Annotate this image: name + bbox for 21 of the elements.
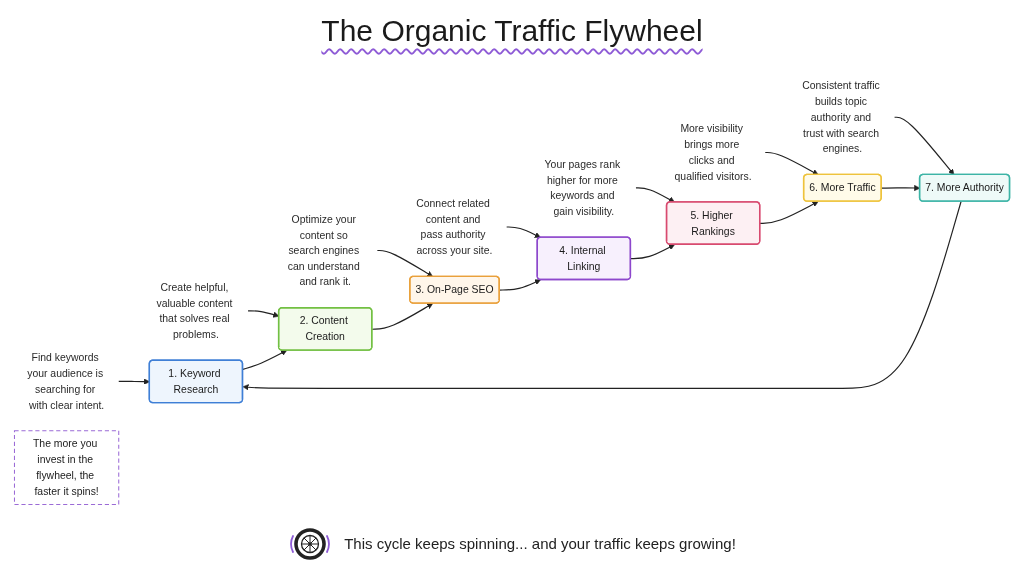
arrow (118, 378, 150, 385)
arrow (893, 116, 955, 175)
node-box: The more you invest in the flywheel, the faster it spins! (13, 429, 120, 505)
node-text: Your pages rank higher for more keywords and gain visibility. (544, 157, 621, 217)
node-text: Create helpful, valuable content that solves real problems. (156, 280, 233, 340)
arrow (376, 249, 434, 277)
node-text: More visibility brings more clicks and qualified visitors. (674, 122, 752, 181)
arrow (242, 200, 962, 390)
note-text: This cycle keeps spinning... and your traffic keeps growing! (344, 534, 736, 554)
arrow (371, 302, 434, 330)
arrow (506, 225, 541, 238)
node-text: Optimize your content so search engines can understand and rank it. (287, 212, 360, 287)
arrow (242, 349, 287, 370)
node-text: Consistent traffic builds topic authority and trust with search engines. (802, 79, 880, 154)
diagram-title: The Organic Traffic Flywheel (321, 13, 703, 49)
node-text: Find keywords your audience is searching for with clear intent. (27, 351, 105, 410)
arrow (764, 151, 819, 175)
arrow (635, 186, 675, 202)
arrow (759, 200, 819, 224)
arrow (630, 243, 675, 259)
node-text: Connect related content and pass authority across your site. (416, 196, 493, 256)
